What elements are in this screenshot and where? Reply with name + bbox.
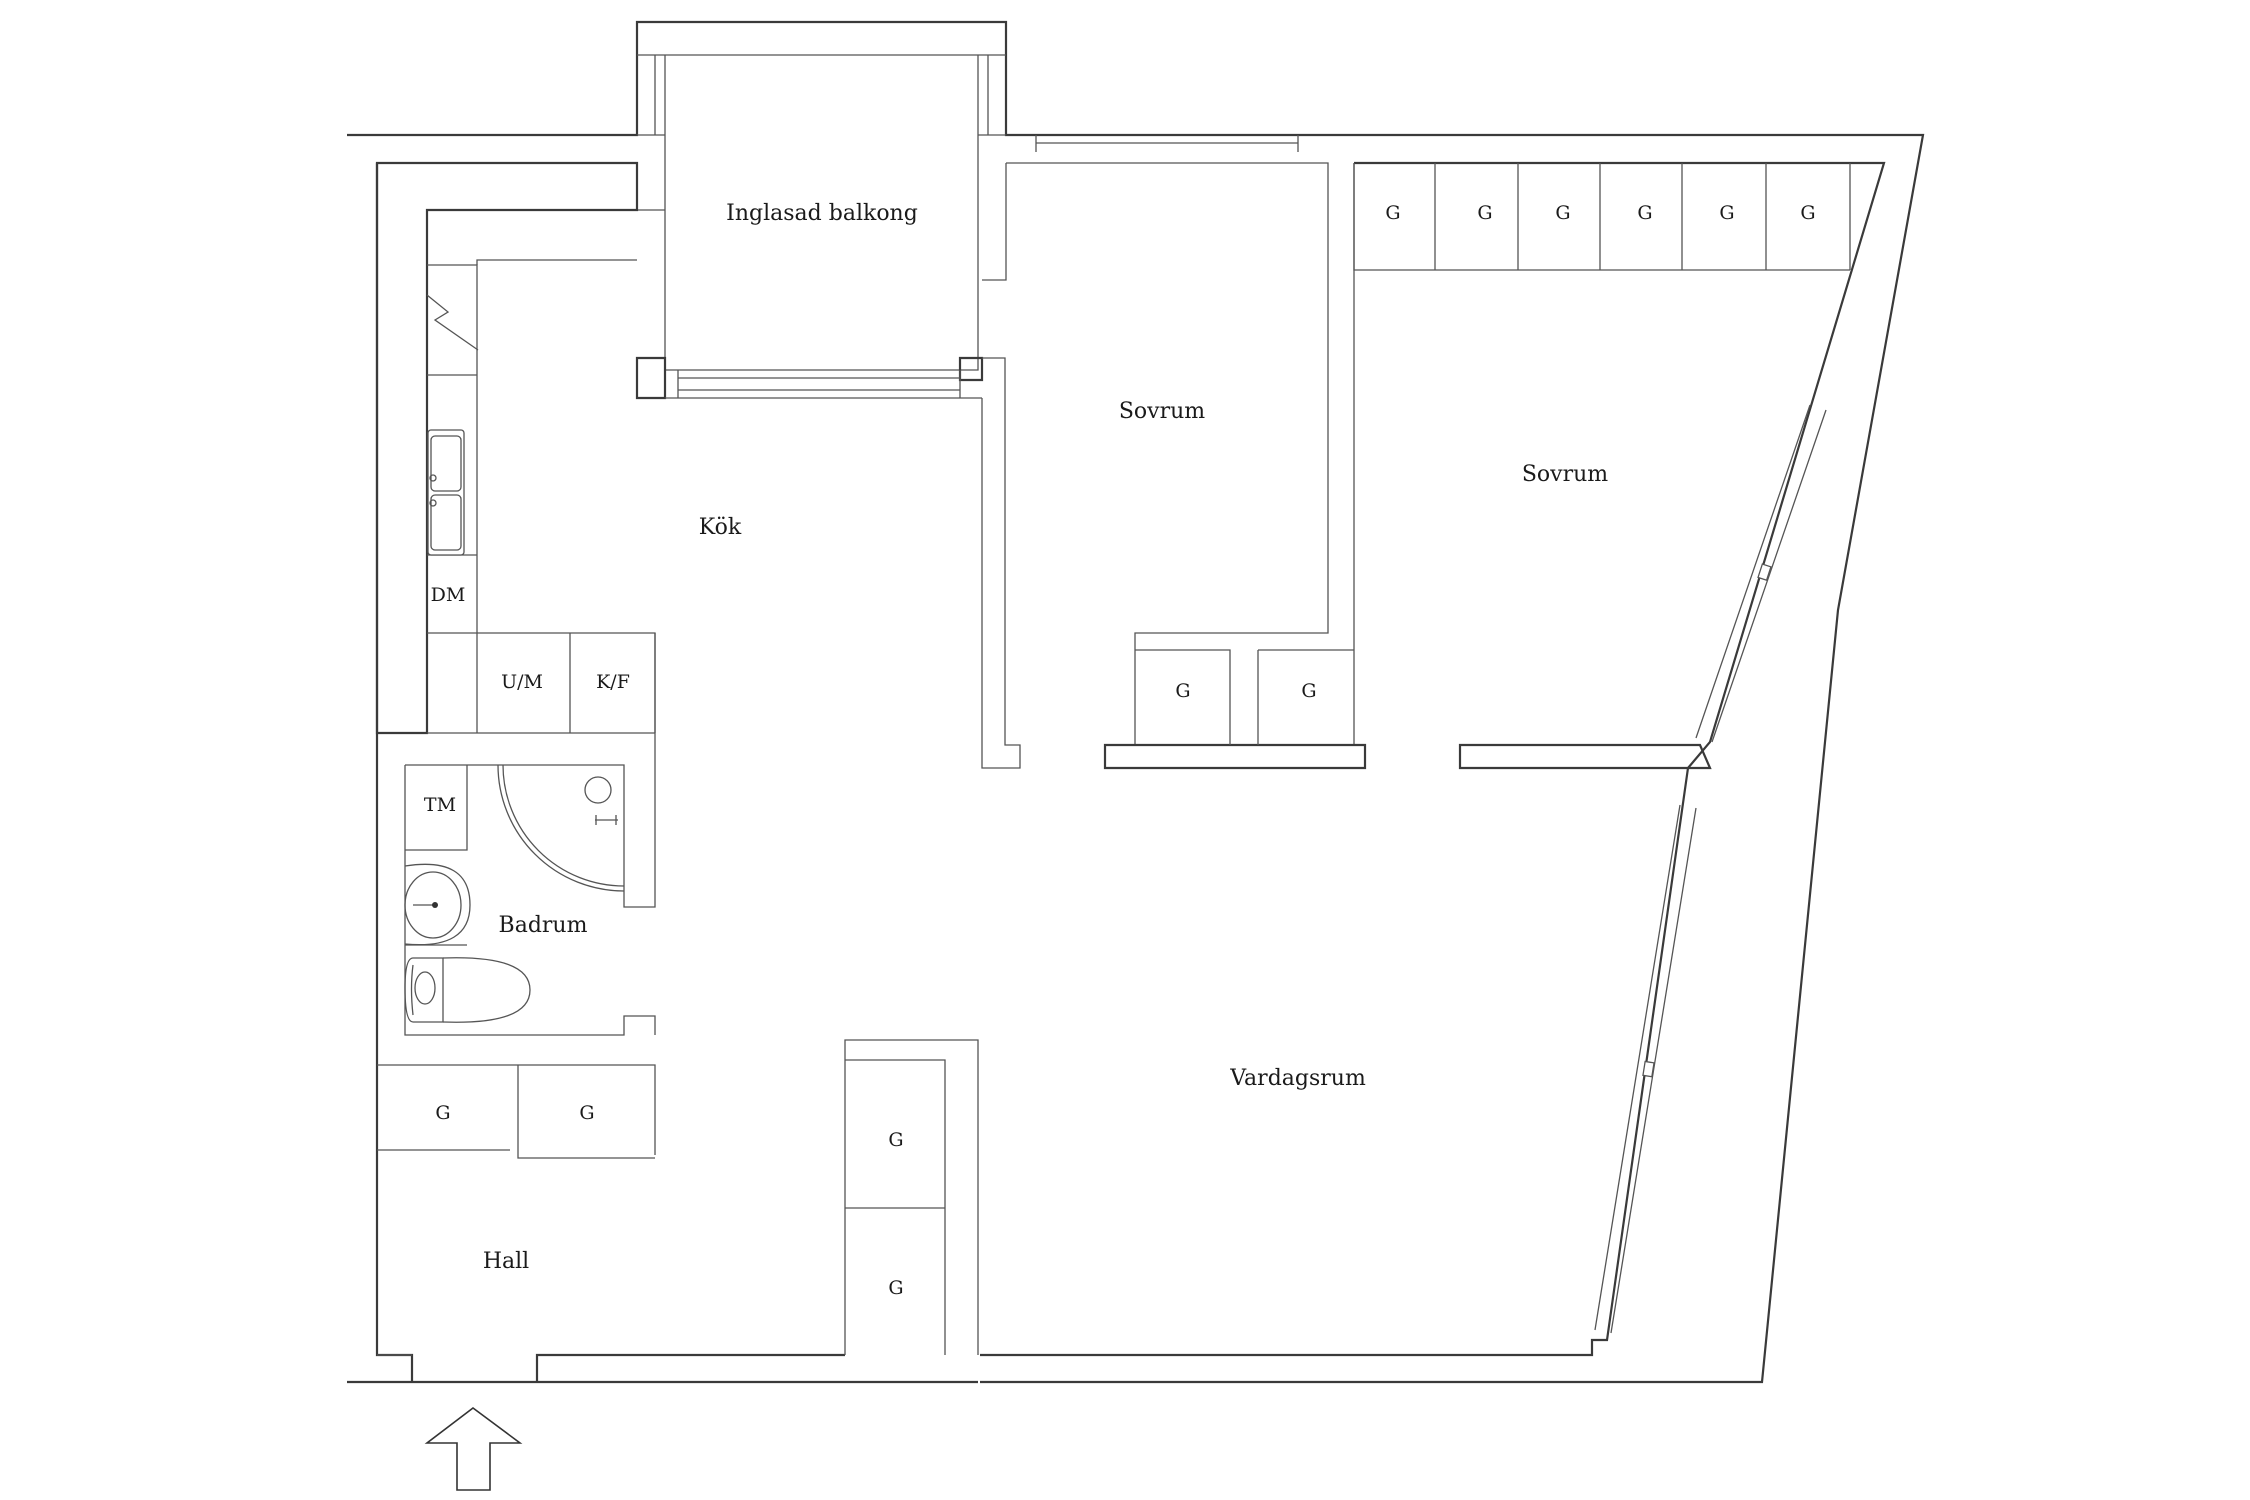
wardrobe-label: G xyxy=(435,1102,450,1124)
double-sink-icon xyxy=(427,429,465,556)
wardrobe-label: G xyxy=(1477,202,1492,224)
room-label-hall: Hall xyxy=(483,1249,529,1274)
right-windows xyxy=(1594,404,1827,1334)
balcony-structure xyxy=(635,54,1299,400)
fixture-label-washing-machine: TM xyxy=(424,794,456,816)
wardrobe-label: G xyxy=(1301,680,1316,702)
fixture-label-dishwasher: DM xyxy=(431,584,466,606)
toilet-icon xyxy=(404,957,531,1023)
room-label-living-room: Vardagsrum xyxy=(1229,1066,1366,1091)
stove-icon xyxy=(426,294,479,351)
wardrobe-label: G xyxy=(1385,202,1400,224)
bedroom-2-walls xyxy=(1353,163,1851,770)
room-label-bedroom-2: Sovrum xyxy=(1522,462,1608,487)
wardrobe-label: G xyxy=(1175,680,1190,702)
room-label-bathroom: Badrum xyxy=(499,913,588,938)
fixture-label-fridge-freezer: K/F xyxy=(596,671,630,693)
entrance-arrow-icon xyxy=(424,1406,523,1491)
kitchen-counter xyxy=(375,161,656,735)
wardrobe-label: G xyxy=(1555,202,1570,224)
wardrobe-label: G xyxy=(888,1129,903,1151)
corner-shower-icon xyxy=(497,764,625,892)
hall-walls xyxy=(377,1039,979,1356)
wardrobe-label: G xyxy=(1637,202,1652,224)
bedroom-1-walls xyxy=(981,162,1367,770)
wardrobe-label: G xyxy=(1800,202,1815,224)
wardrobe-label: G xyxy=(1719,202,1734,224)
room-label-kitchen: Kök xyxy=(699,515,742,540)
washbasin-icon xyxy=(404,863,471,946)
fixture-label-oven-microwave: U/M xyxy=(501,671,543,693)
room-label-bedroom-1: Sovrum xyxy=(1119,399,1205,424)
wardrobe-label: G xyxy=(579,1102,594,1124)
room-label-balcony: Inglasad balkong xyxy=(726,201,918,226)
wardrobe-label: G xyxy=(888,1277,903,1299)
